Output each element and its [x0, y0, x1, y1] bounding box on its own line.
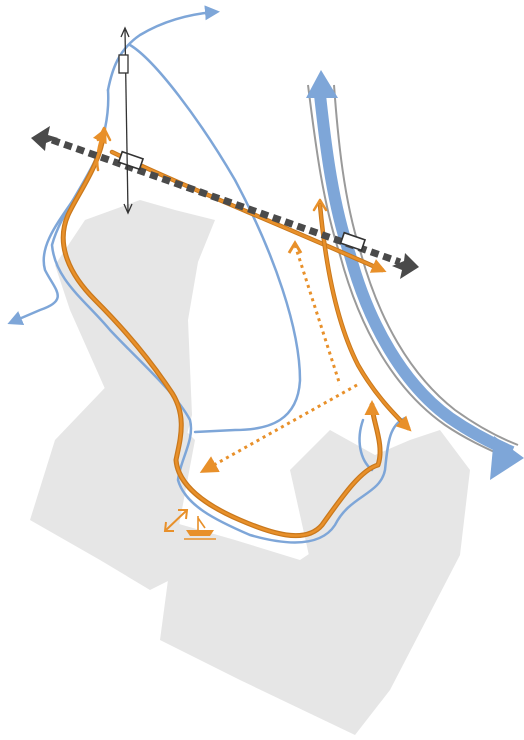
- bridge-crossing-icon: [117, 150, 145, 171]
- route-north-east-outline: [317, 202, 411, 431]
- route-main: [61, 130, 382, 537]
- route-arrow-head-north: [312, 198, 328, 212]
- route-north-east: [318, 203, 412, 432]
- boat-icon: [184, 516, 216, 540]
- dotted-path-north: [293, 244, 342, 386]
- boat-sail: [197, 516, 206, 530]
- land-lower: [160, 470, 470, 735]
- river-channel: [306, 70, 524, 480]
- land-areas: [30, 200, 470, 735]
- rail-dashes: [50, 136, 402, 266]
- rail-line: [31, 126, 419, 279]
- rail-arrow-east-icon: [392, 253, 419, 279]
- rail-arrow-west-icon: [31, 126, 58, 151]
- level-marker-icon: [118, 26, 133, 215]
- bridge-crossing-east-icon: [339, 231, 367, 252]
- route-arrow-head-spur: [96, 126, 112, 142]
- land-middle: [30, 372, 195, 590]
- stream-north: [106, 5, 220, 92]
- route-north-spur: [93, 127, 107, 172]
- level-marker-arrow-bottom: [123, 203, 133, 215]
- stream-loop-outer: [128, 43, 302, 434]
- river-arrow-top-icon: [306, 70, 338, 98]
- dotted-arrow-north-icon: [287, 240, 303, 254]
- river-arrow-bottom-icon: [490, 436, 524, 480]
- dotted-path-diagonal: [199, 383, 358, 473]
- level-marker-arrow-top: [120, 26, 130, 38]
- river-main: [314, 94, 515, 458]
- level-marker-gauge: [118, 54, 129, 74]
- boat-hull: [186, 530, 214, 536]
- dotted-paths: [199, 240, 358, 473]
- channel-outer-border: [307, 84, 513, 461]
- double-arrow-icon: [163, 509, 189, 532]
- channel-inner-border: [333, 84, 519, 446]
